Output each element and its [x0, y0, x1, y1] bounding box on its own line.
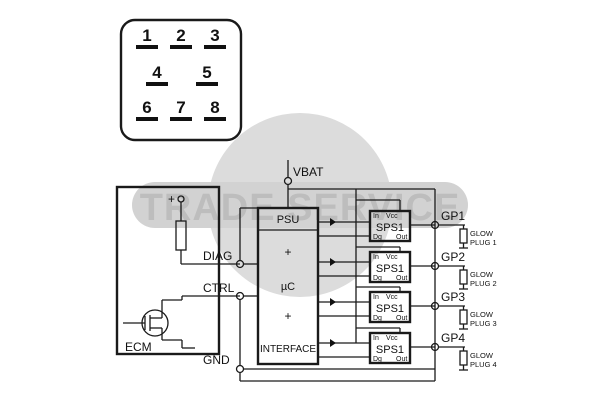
gnd-terminal	[235, 364, 245, 374]
svg-text:PLUG 4: PLUG 4	[470, 360, 497, 369]
module-plus-bottom: +	[284, 309, 291, 323]
ecm-label: ECM	[125, 340, 152, 354]
pin-3: 3	[204, 26, 226, 49]
svg-text:SPS1: SPS1	[376, 344, 404, 356]
svg-text:PLUG 3: PLUG 3	[470, 319, 497, 328]
svg-text:Dg: Dg	[373, 234, 382, 241]
svg-text:In: In	[373, 294, 379, 301]
svg-text:1: 1	[142, 26, 151, 45]
transistor-icon	[141, 309, 169, 337]
glow-plug-3-icon	[459, 309, 468, 325]
ctrl-label: CTRL	[203, 281, 235, 295]
vbat-label: VBAT	[293, 165, 324, 179]
glow-plug-2-icon	[459, 269, 468, 285]
connector-pinout: 1 2 3 4 5 6 7 8	[119, 18, 243, 142]
sps4-box	[368, 331, 412, 365]
svg-text:In: In	[373, 213, 379, 220]
svg-text:4: 4	[152, 63, 162, 82]
svg-text:In: In	[373, 254, 379, 261]
svg-text:SPS1: SPS1	[376, 222, 404, 234]
module-plus-top: +	[284, 245, 291, 259]
svg-text:Vcc: Vcc	[386, 213, 398, 220]
gp2-label: GP2	[441, 250, 465, 264]
plus-label: +	[168, 192, 175, 206]
sps-channel-1: In Vcc SPS1 Dg Out GP1 GLOW PLUG 1	[318, 209, 497, 249]
sps1-box	[368, 209, 412, 243]
ecm-box	[115, 185, 221, 356]
pin-1: 1	[136, 26, 158, 49]
svg-text:Dg: Dg	[373, 275, 382, 282]
svg-text:SPS1: SPS1	[376, 263, 404, 275]
sps2-box	[368, 250, 412, 284]
pin-8: 8	[204, 98, 226, 121]
svg-text:In: In	[373, 335, 379, 342]
sps-channel-4: In Vcc SPS1 Dg Out GP4 GLOW PLUG 4	[318, 331, 497, 371]
glow-plug-4-icon	[459, 350, 468, 366]
gnd-label: GND	[203, 353, 230, 367]
psu-label: PSU	[277, 214, 300, 226]
svg-text:3: 3	[210, 26, 219, 45]
svg-text:Out: Out	[396, 315, 407, 322]
svg-text:Out: Out	[396, 234, 407, 241]
svg-text:Out: Out	[396, 356, 407, 363]
svg-text:Out: Out	[396, 275, 407, 282]
pin-5: 5	[196, 63, 218, 86]
pin-4: 4	[146, 63, 168, 86]
uc-label: µC	[281, 281, 295, 293]
gp3-label: GP3	[441, 290, 465, 304]
svg-text:7: 7	[176, 98, 185, 117]
control-module: PSU + µC + INTERFACE	[256, 206, 320, 366]
pin-7: 7	[170, 98, 192, 121]
control-module-box	[256, 206, 320, 366]
sps-channel-3: In Vcc SPS1 Dg Out GP3 GLOW PLUG 3	[318, 290, 497, 330]
ecm-module: ECM +	[115, 185, 240, 356]
glow-plug-1-icon	[459, 228, 468, 244]
watermark: TRADE SERVICE	[132, 113, 468, 297]
pin-6: 6	[136, 98, 158, 121]
svg-text:SPS1: SPS1	[376, 303, 404, 315]
gp4-label: GP4	[441, 331, 465, 345]
vbat-terminal	[283, 176, 293, 186]
interface-label: INTERFACE	[260, 344, 316, 355]
svg-text:Vcc: Vcc	[386, 294, 398, 301]
sps3-box	[368, 290, 412, 324]
pin-2: 2	[170, 26, 192, 49]
svg-text:6: 6	[142, 98, 151, 117]
svg-text:Dg: Dg	[373, 315, 382, 322]
svg-text:Vcc: Vcc	[386, 254, 398, 261]
svg-text:GLOW: GLOW	[470, 310, 494, 319]
svg-text:8: 8	[210, 98, 219, 117]
svg-text:GLOW: GLOW	[470, 270, 494, 279]
sps-channel-2: In Vcc SPS1 Dg Out GP2 GLOW PLUG 2	[318, 250, 497, 290]
connector-body	[119, 18, 243, 142]
diag-label: DIAG	[203, 249, 232, 263]
svg-text:Dg: Dg	[373, 356, 382, 363]
svg-text:2: 2	[176, 26, 185, 45]
svg-text:GLOW: GLOW	[470, 351, 494, 360]
svg-text:Vcc: Vcc	[386, 335, 398, 342]
gp1-label: GP1	[441, 209, 465, 223]
svg-text:PLUG 1: PLUG 1	[470, 238, 497, 247]
svg-text:PLUG 2: PLUG 2	[470, 279, 497, 288]
svg-text:5: 5	[202, 63, 211, 82]
svg-text:GLOW: GLOW	[470, 229, 494, 238]
